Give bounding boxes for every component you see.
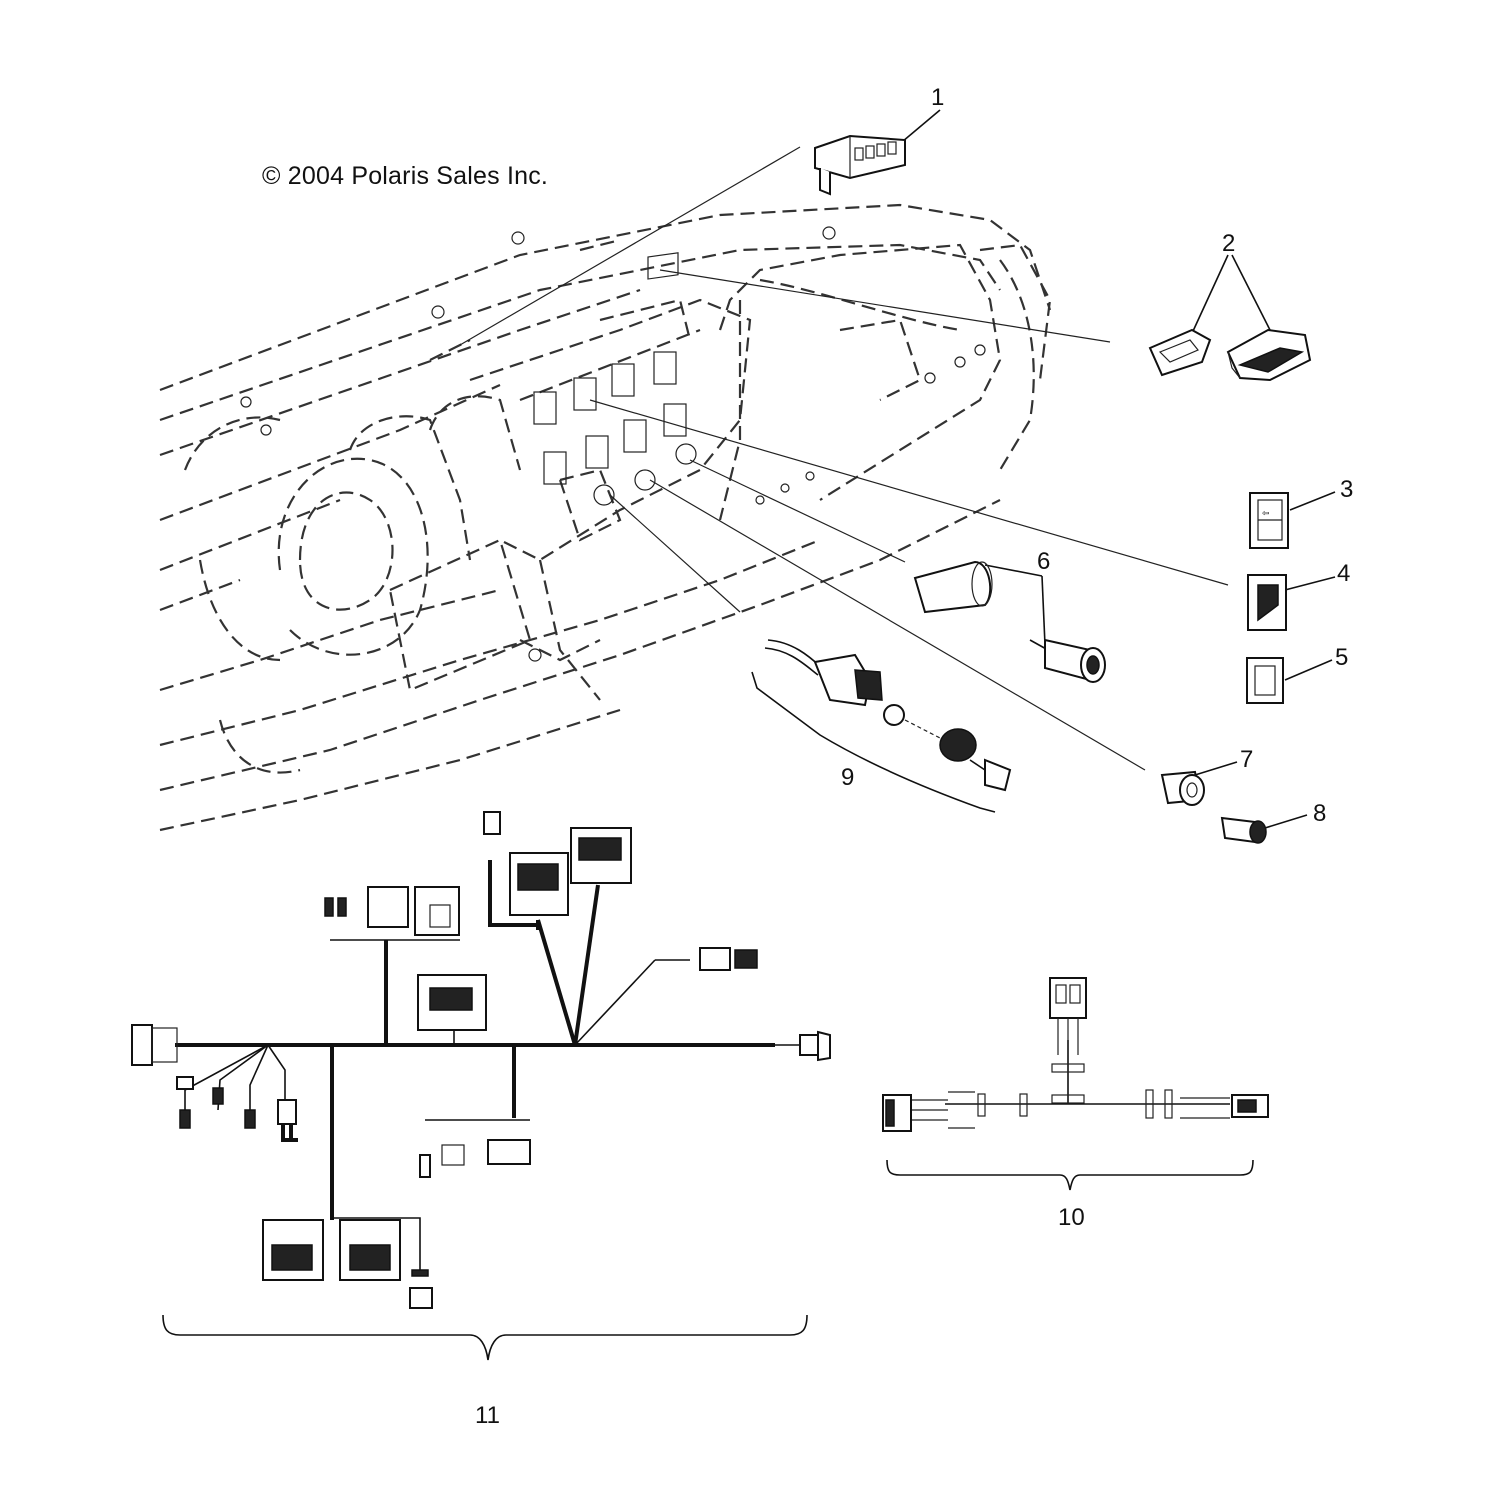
copyright-notice: © 2004 Polaris Sales Inc. — [262, 162, 549, 190]
callout-9: 9 — [841, 764, 855, 791]
part-2-bezels — [1148, 328, 1312, 382]
part-6-power-outlet — [913, 560, 1106, 683]
part-9-ignition-switch — [751, 639, 1012, 813]
callout-3: 3 — [1340, 476, 1354, 503]
part-5-switch-blank — [1246, 657, 1284, 704]
dashboard-outline — [159, 203, 1052, 832]
callout-4: 4 — [1337, 560, 1351, 587]
callout-11: 11 — [475, 1402, 500, 1429]
callout-1: 1 — [931, 84, 945, 111]
part-3-switch: ⇦ — [1249, 492, 1289, 549]
callout-7: 7 — [1240, 746, 1254, 773]
svg-text:⇦: ⇦ — [1262, 509, 1270, 519]
part-1-connector — [814, 134, 906, 196]
leader-lines — [459, 109, 1336, 829]
part-11-main-harness — [131, 811, 831, 1361]
dash-switch-openings — [533, 252, 697, 506]
part-7-cap — [1160, 770, 1205, 806]
callout-2: 2 — [1222, 230, 1236, 257]
part-8-socket — [1220, 816, 1267, 844]
part-10-harness — [882, 977, 1269, 1191]
callout-6: 6 — [1037, 548, 1051, 575]
part-4-switch — [1247, 574, 1287, 631]
callout-10: 10 — [1058, 1204, 1085, 1231]
callout-5: 5 — [1335, 644, 1349, 671]
callout-8: 8 — [1313, 800, 1327, 827]
